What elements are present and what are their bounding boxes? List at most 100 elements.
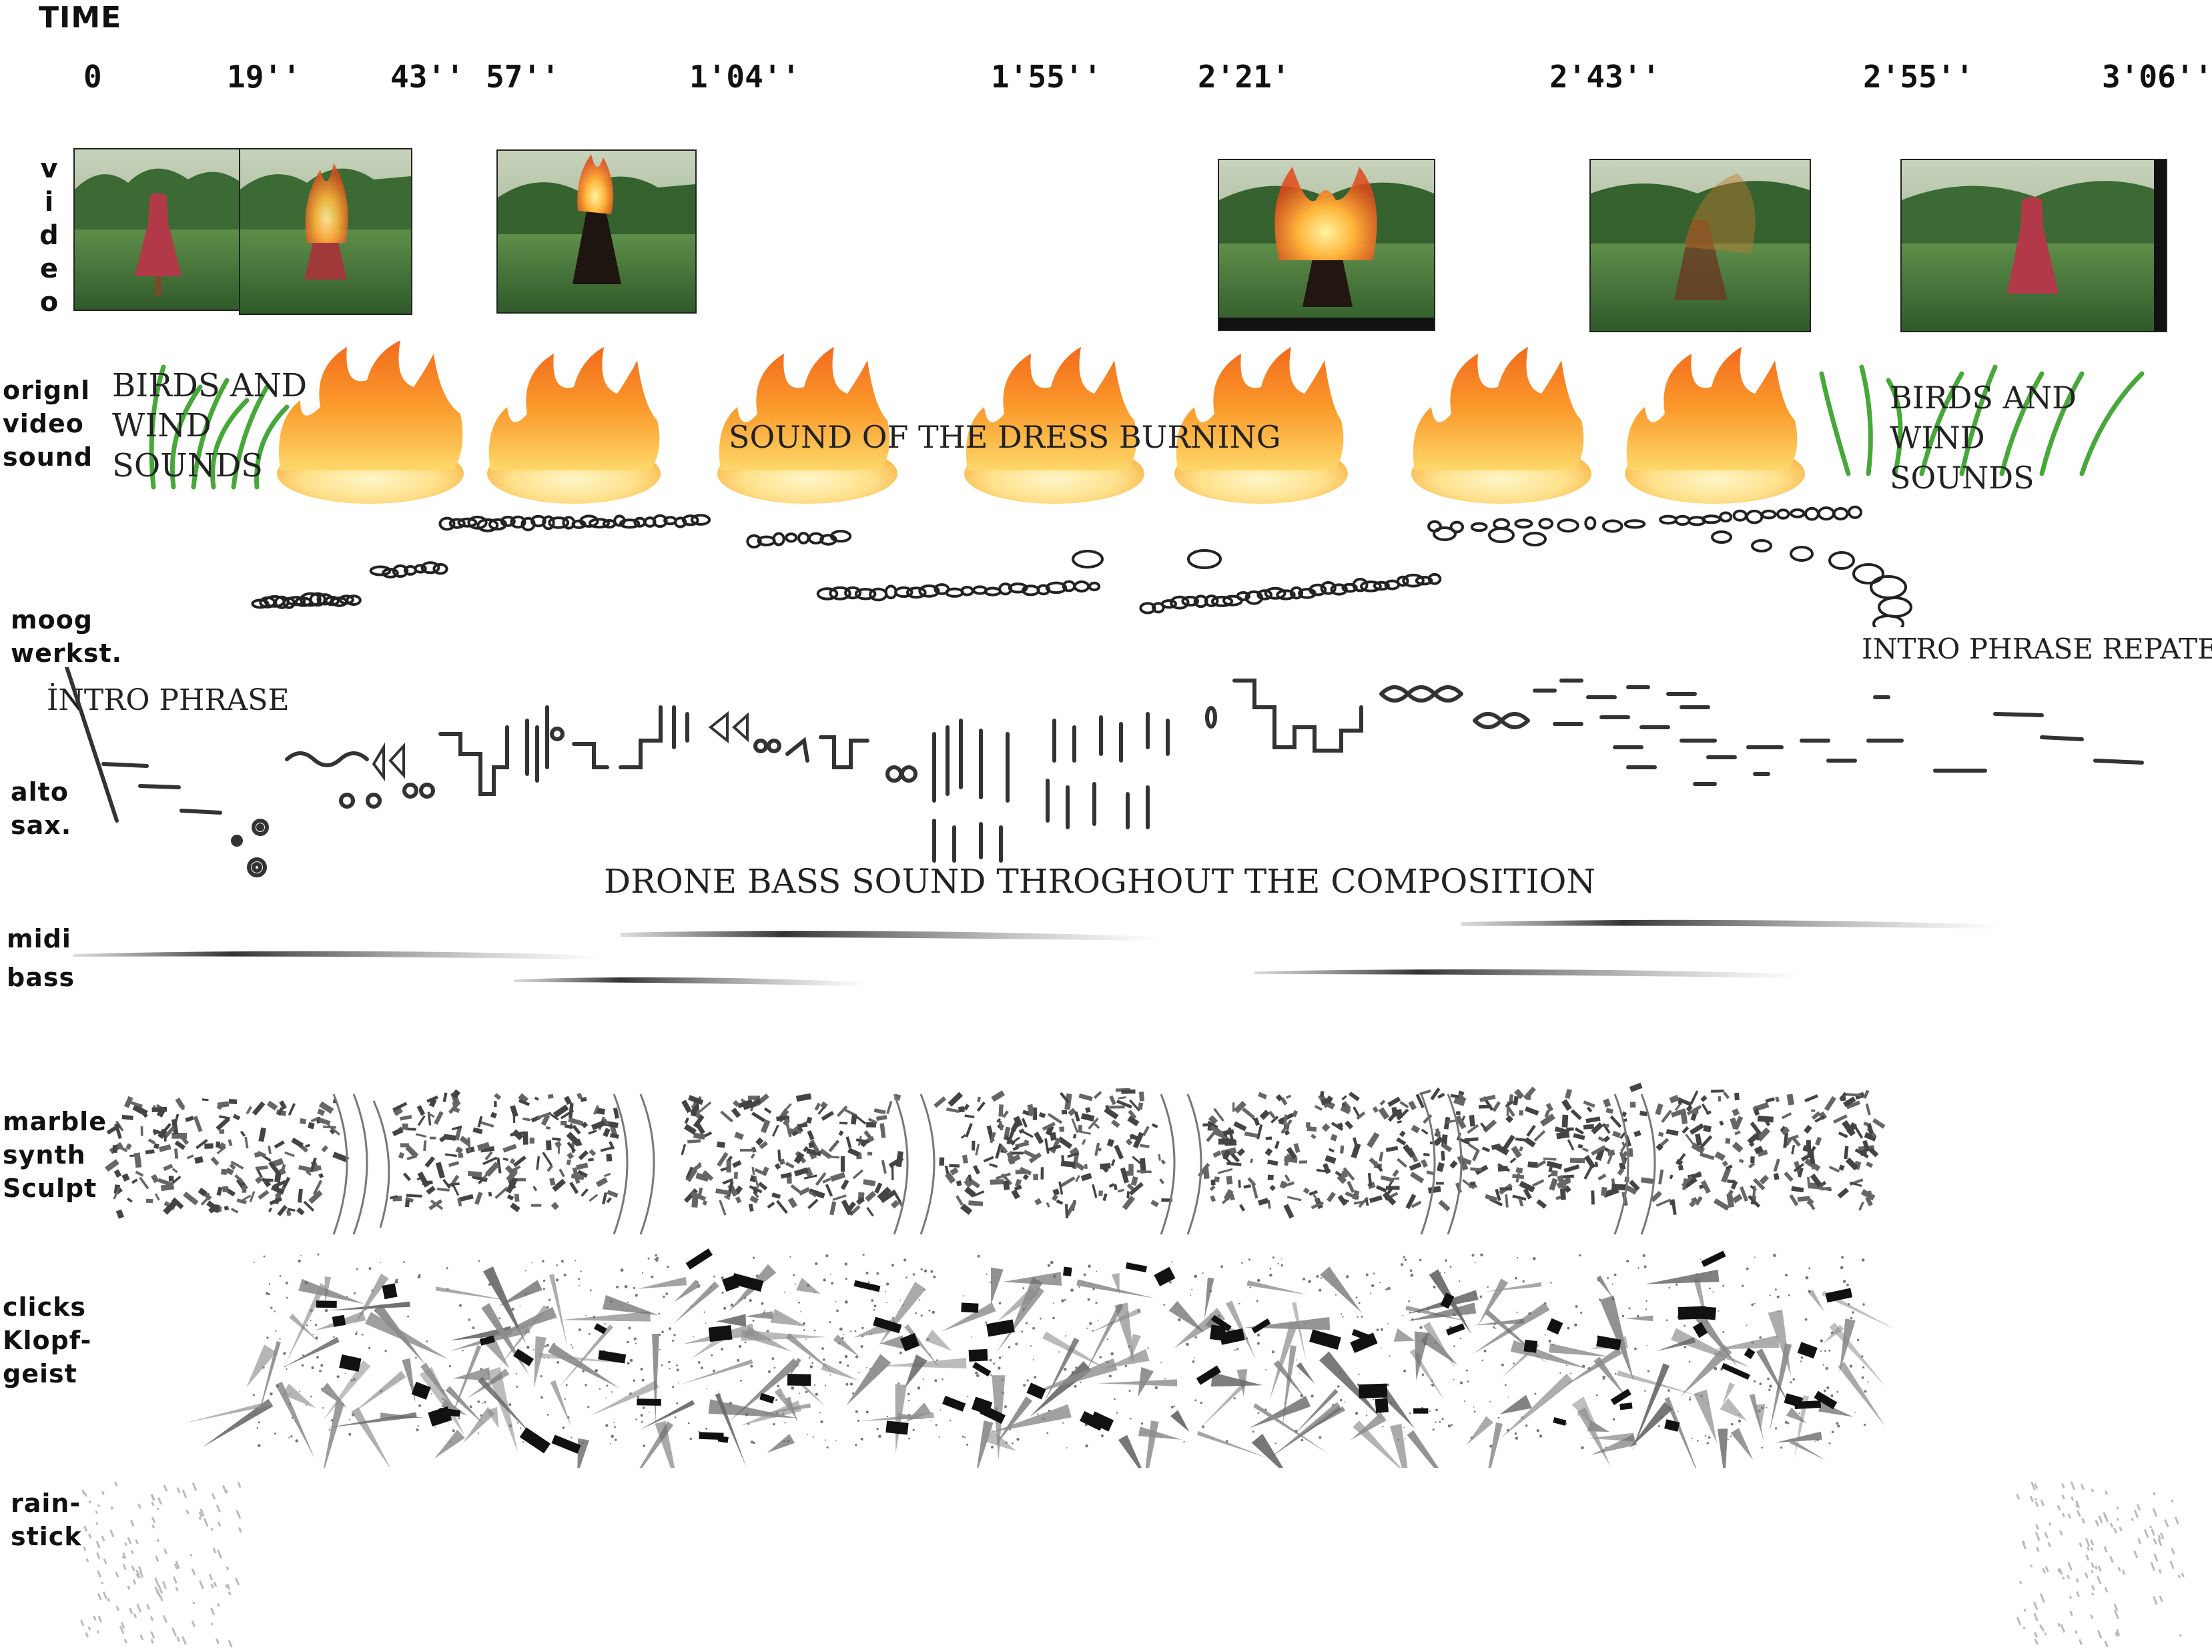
click-shard — [1754, 1404, 1766, 1429]
click-dust — [839, 1327, 843, 1331]
click-shard — [1591, 1434, 1637, 1455]
click-dust — [572, 1346, 574, 1348]
marble-fragment — [702, 1200, 708, 1206]
click-dust — [749, 1299, 752, 1302]
rain-speck — [186, 1509, 190, 1515]
marble-fragment — [965, 1123, 973, 1138]
click-dust — [1341, 1313, 1343, 1315]
moog-circle-mark — [1852, 563, 1884, 584]
marble-fragment — [1539, 1113, 1555, 1127]
marble-fragment — [416, 1105, 426, 1116]
click-dust — [519, 1427, 522, 1429]
click-dust — [867, 1281, 870, 1284]
marble-fragment — [1059, 1126, 1065, 1132]
moog-circle-mark — [476, 518, 499, 532]
marble-fragment — [1078, 1130, 1091, 1135]
click-dust — [1337, 1385, 1340, 1388]
click-dust — [1768, 1388, 1771, 1391]
marble-fragment — [687, 1139, 701, 1144]
marble-fragment — [1701, 1103, 1710, 1116]
rain-speck — [181, 1489, 188, 1499]
marble-fragment — [451, 1126, 462, 1131]
marble-fragment — [216, 1186, 223, 1196]
click-dust — [822, 1358, 825, 1361]
click-block — [1251, 1318, 1271, 1334]
marble-fragment — [717, 1141, 725, 1148]
marble-fragment — [1650, 1190, 1662, 1202]
click-shard — [420, 1362, 458, 1412]
click-dust — [812, 1436, 814, 1438]
marble-fragment — [860, 1140, 867, 1148]
click-dust — [1046, 1432, 1049, 1434]
click-dust — [841, 1337, 844, 1340]
marble-fragment — [1441, 1150, 1445, 1161]
click-dust — [1867, 1381, 1869, 1383]
click-dust — [1836, 1422, 1839, 1425]
click-dust — [306, 1324, 308, 1326]
rain-speck — [2152, 1508, 2158, 1517]
rain-speck — [171, 1627, 177, 1637]
marble-fragment — [194, 1156, 204, 1164]
marble-fragment — [1859, 1148, 1868, 1156]
moog-circle-mark — [1187, 549, 1222, 569]
marble-fragment — [1690, 1090, 1699, 1104]
marble-fragment — [1052, 1188, 1060, 1196]
marble-fragment — [819, 1148, 832, 1160]
click-dust — [561, 1260, 564, 1263]
marble-fragment — [783, 1118, 790, 1126]
click-dust — [1754, 1380, 1756, 1383]
rain-speck — [137, 1503, 141, 1509]
marble-fragment — [1430, 1087, 1441, 1101]
click-dust — [1037, 1413, 1039, 1415]
marble-fragment — [1583, 1100, 1595, 1108]
marble-fragment — [1703, 1125, 1712, 1133]
rain-speck — [2131, 1517, 2134, 1521]
marble-fragment — [748, 1096, 761, 1100]
click-shard — [1488, 1422, 1503, 1468]
marble-fragment — [305, 1144, 311, 1148]
rain-speck — [154, 1577, 159, 1586]
marble-fragment — [398, 1152, 405, 1159]
marble-fragment — [727, 1156, 733, 1162]
marble-fragment — [1365, 1199, 1369, 1206]
marble-fragment — [879, 1190, 896, 1204]
marble-fragment — [996, 1172, 1012, 1180]
marble-fragment — [1047, 1113, 1063, 1124]
click-dust — [1861, 1258, 1865, 1262]
marble-fragment — [1345, 1120, 1354, 1130]
rain-speck — [2090, 1547, 2094, 1551]
marble-fragment — [1335, 1170, 1343, 1177]
click-dust — [1110, 1352, 1114, 1356]
marble-fragment — [1845, 1157, 1859, 1171]
marble-fragment — [958, 1106, 965, 1113]
click-shard — [1625, 1315, 1653, 1322]
marble-fragment — [428, 1098, 437, 1108]
marble-fragment — [1462, 1179, 1475, 1190]
click-dust — [845, 1382, 849, 1386]
marble-fragment — [105, 1159, 119, 1172]
marble-fragment — [879, 1123, 886, 1138]
rain-speck — [2080, 1483, 2085, 1491]
click-dust — [1432, 1428, 1435, 1431]
click-dust — [985, 1321, 988, 1324]
click-dust — [721, 1276, 724, 1280]
marble-fragment — [513, 1178, 526, 1182]
rain-speck — [2069, 1611, 2073, 1617]
moog-circle-mark — [906, 586, 927, 599]
click-dust — [522, 1441, 524, 1443]
click-dust — [430, 1393, 432, 1395]
click-dust — [789, 1256, 791, 1258]
click-dust — [1404, 1258, 1407, 1261]
click-dust — [1002, 1356, 1003, 1358]
click-dust — [1504, 1384, 1507, 1386]
marble-fragment — [1250, 1158, 1254, 1164]
marble-fragment — [145, 1149, 155, 1155]
rain-speck — [156, 1539, 160, 1543]
marble-fragment — [168, 1176, 174, 1182]
click-dust — [416, 1428, 419, 1432]
click-dust — [1373, 1398, 1375, 1400]
moog-circle-mark — [1790, 546, 1814, 562]
click-dust — [1722, 1331, 1725, 1334]
marble-fragment — [392, 1128, 404, 1136]
marble-fragment — [588, 1130, 597, 1135]
